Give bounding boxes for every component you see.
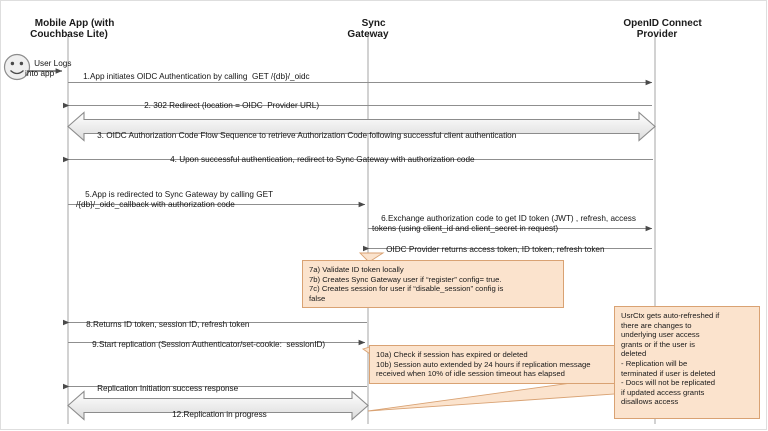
note-10-line-0: 10a) Check if session has expired or del… xyxy=(376,350,528,359)
note-usrctx-line-5: - Replication will be xyxy=(621,358,688,368)
note-usrctx-line-1: there are changes to xyxy=(621,320,692,330)
message-label-m8: 8.Returns ID token, session ID, refresh … xyxy=(86,320,250,329)
note-usrctx-line-8: if updated access grants xyxy=(621,387,705,397)
message-label-m6: 6.Exchange authorization code to get ID … xyxy=(372,214,636,233)
note-7-line-1: 7b) Creates Sync Gateway user if “regist… xyxy=(309,274,502,284)
message-label-m9: 9.Start replication (Session Authenticat… xyxy=(92,340,326,349)
lifeline-label-oidc-provider: OpenID Connect Provider xyxy=(623,17,702,41)
note-validate-token: 7a) Validate ID token locally 7b) Create… xyxy=(302,260,564,308)
message-label-m12: 12.Replication in progress xyxy=(172,410,267,419)
message-label-m4: 4. Upon successful authentication, redir… xyxy=(170,155,475,164)
lifeline-label-mobile-app: Mobile App (with Couchbase Lite) xyxy=(30,17,115,41)
message-label-m7: OIDC Provider returns access token, ID t… xyxy=(386,245,605,254)
note-10-line-1: 10b) Session auto extended by 24 hours i… xyxy=(376,359,591,369)
note-10-line-2: received when 10% of idle session timeou… xyxy=(376,369,565,379)
actor-label: User Logs into app xyxy=(25,58,72,79)
note-usrctx-line-6: terminated if user is deleted xyxy=(621,368,716,378)
note-usrctx-line-4: deleted xyxy=(621,349,647,359)
message-label-m3: 3. OIDC Authorization Code Flow Sequence… xyxy=(97,131,517,140)
note-usrctx-line-3: grants or if the user is xyxy=(621,339,695,349)
note-7-line-0: 7a) Validate ID token locally xyxy=(309,265,404,274)
note-usrctx-line-0: UsrCtx gets auto-refreshed if xyxy=(621,311,720,320)
message-label-m5: 5.App is redirected to Sync Gateway by c… xyxy=(76,190,274,209)
message-label-m2: 2. 302 Redirect (location = OIDC Provide… xyxy=(144,101,320,110)
note-7-line-2: 7c) Creates session for user if “disable… xyxy=(309,284,504,294)
note-usrctx-line-7: - Docs will not be replicated xyxy=(621,378,715,388)
note-session-check: 10a) Check if session has expired or del… xyxy=(369,345,631,384)
note-7-line-3: false xyxy=(309,293,326,303)
message-label-m11: Replication Initiation success response xyxy=(97,384,239,393)
note-usrctx-line-9: disallows access xyxy=(621,397,679,407)
message-label-m1: 1.App initiates OIDC Authentication by c… xyxy=(83,72,310,81)
note-user-context: UsrCtx gets auto-refreshed if there are … xyxy=(614,306,760,419)
lifeline-label-sync-gateway: Sync Gateway xyxy=(347,17,389,41)
note-usrctx-line-2: underlying user access xyxy=(621,330,700,340)
